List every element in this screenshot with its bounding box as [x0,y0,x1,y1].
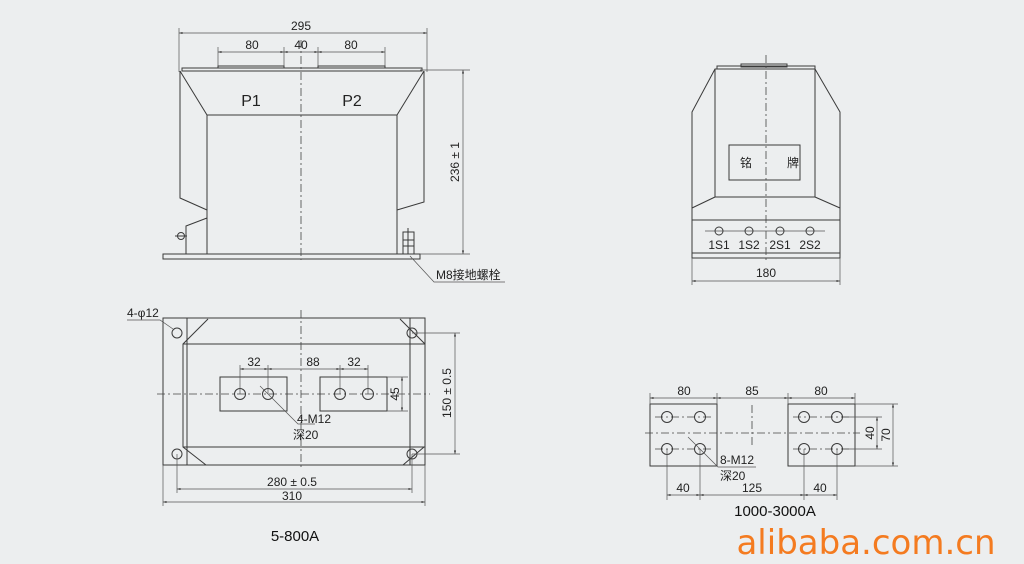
dim-total: 295 [291,19,311,33]
dim-hole-center: 125 [742,481,762,495]
bolt-spec-8: 8-M12 [720,453,754,467]
side-view: 铭 牌 1S1 1S2 2S1 2S2 180 [691,55,841,285]
busbar-left [219,376,288,412]
dim-hole-left: 40 [676,481,690,495]
terminal-screw-icon [175,232,187,240]
dim-hole-spacing-right: 32 [347,355,361,369]
terminal-view: 80 85 80 40 70 40 125 40 8-M12 深20 1000-… [645,384,898,520]
dim-left: 80 [245,38,259,52]
nameplate-char: 铭 [740,155,752,170]
bolt-depth-8: 深20 [720,469,746,483]
dim-width: 180 [756,266,776,280]
ground-bolt-icon [402,228,415,255]
label-p2: P2 [342,93,362,110]
front-view: 295 80 40 80 P1 P2 236 ± 1 M8接地螺栓 [162,19,505,283]
dim-right-bar: 80 [814,384,828,398]
bolt-hole-icon [661,411,843,455]
dim-total-plan: 310 [282,489,302,503]
dim-hole-right: 40 [813,481,827,495]
label-p1: P1 [241,93,261,110]
dim-height: 236 ± 1 [448,142,462,182]
top-plate [181,67,423,72]
plan-view: 32 88 32 45 150 ± 0.5 4-φ12 4-M12 深20 28… [127,306,460,545]
terminal-label: 2S2 [799,238,821,252]
dim-hole-spacing-left: 32 [247,355,261,369]
mount-holes-label: 4-φ12 [127,306,159,320]
base-plate [162,253,421,260]
caption-1000-3000a: 1000-3000A [734,503,816,520]
nameplate-char: 牌 [787,156,799,170]
ground-bolt-label: M8接地螺栓 [436,267,501,282]
busbar-right [319,376,388,412]
dim-bar-height: 45 [388,387,402,401]
dim-hole-span: 280 ± 0.5 [267,475,317,489]
terminal-label: 2S1 [769,238,791,252]
dim-depth: 150 ± 0.5 [440,368,454,418]
dim-inner-v: 40 [863,426,877,440]
bolt-depth: 深20 [293,428,319,442]
nameplate [728,144,801,181]
terminal-block-left [649,403,718,467]
body-top [179,70,425,116]
dim-left-bar: 80 [677,384,691,398]
watermark: alibaba.com.cn [736,523,995,563]
dim-outer-v: 70 [879,428,893,442]
terminal-label: 1S2 [738,238,760,252]
terminal-label: 1S1 [708,238,730,252]
terminal-screw-icon [714,226,815,236]
dim-center: 88 [306,355,320,369]
dim-gap: 85 [745,384,759,398]
caption-5-800a: 5-800A [271,528,319,545]
terminal-block-right [787,403,856,467]
bolt-spec: 4-M12 [297,412,331,426]
dim-right: 80 [344,38,358,52]
